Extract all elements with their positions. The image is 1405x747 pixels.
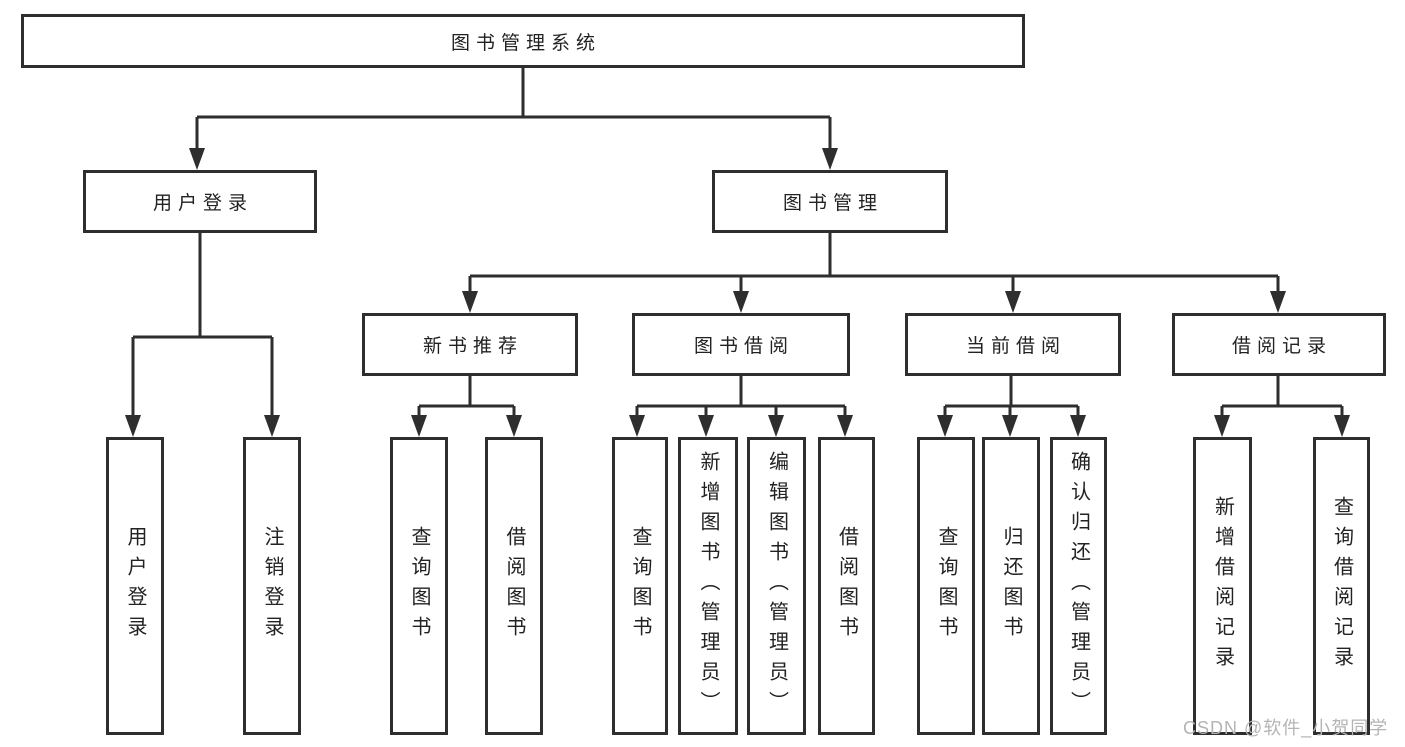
leaf-user-login: 用户登录 xyxy=(106,437,164,735)
leaf-query-borrow-record: 查询借阅记录 xyxy=(1313,437,1370,735)
leaf-query-books-2: 查询图书 xyxy=(612,437,668,735)
node-label: 当前借阅 xyxy=(965,336,1066,357)
leaf-label: 编辑图书（管理员） xyxy=(765,451,788,721)
leaf-add-book-admin: 新增图书（管理员） xyxy=(678,437,738,735)
leaf-query-books-1: 查询图书 xyxy=(390,437,448,735)
leaf-label: 新增图书（管理员） xyxy=(697,451,719,721)
node-new-book-recommendation: 新书推荐 xyxy=(362,313,578,376)
leaf-label: 新增借阅记录 xyxy=(1211,496,1234,676)
leaf-edit-book-admin: 编辑图书（管理员） xyxy=(747,437,806,735)
leaf-label: 注销登录 xyxy=(261,526,283,646)
node-label: 图书借阅 xyxy=(693,336,794,357)
node-book-borrowing: 图书借阅 xyxy=(632,313,850,376)
leaf-label: 查询图书 xyxy=(629,526,651,646)
leaf-logout: 注销登录 xyxy=(243,437,301,735)
leaf-label: 查询图书 xyxy=(408,526,430,646)
leaf-label: 用户登录 xyxy=(124,526,146,646)
node-label: 图书管理系统 xyxy=(450,32,601,54)
leaf-label: 归还图书 xyxy=(1000,526,1022,646)
node-current-borrowing: 当前借阅 xyxy=(905,313,1121,376)
node-book-management: 图书管理 xyxy=(712,170,948,233)
node-label: 借阅记录 xyxy=(1231,336,1332,357)
leaf-borrow-books-2: 借阅图书 xyxy=(818,437,875,735)
watermark-text: CSDN @软件_小贺同学 xyxy=(1183,718,1389,738)
node-label: 图书管理 xyxy=(782,193,883,214)
leaf-label: 借阅图书 xyxy=(835,526,858,646)
leaf-confirm-return-admin: 确认归还（管理员） xyxy=(1050,437,1107,735)
node-borrowing-records: 借阅记录 xyxy=(1172,313,1386,376)
leaf-label: 查询借阅记录 xyxy=(1330,496,1353,676)
leaf-return-books: 归还图书 xyxy=(982,437,1040,735)
leaf-borrow-books-1: 借阅图书 xyxy=(485,437,543,735)
node-label: 用户登录 xyxy=(152,193,253,214)
leaf-label: 借阅图书 xyxy=(503,526,525,646)
leaf-label: 确认归还（管理员） xyxy=(1067,451,1090,721)
leaf-add-borrow-record: 新增借阅记录 xyxy=(1193,437,1252,735)
node-book-management-system: 图书管理系统 xyxy=(21,14,1025,68)
node-label: 新书推荐 xyxy=(422,336,523,357)
leaf-query-books-3: 查询图书 xyxy=(917,437,975,735)
leaf-label: 查询图书 xyxy=(935,526,957,646)
node-user-login: 用户登录 xyxy=(83,170,317,233)
